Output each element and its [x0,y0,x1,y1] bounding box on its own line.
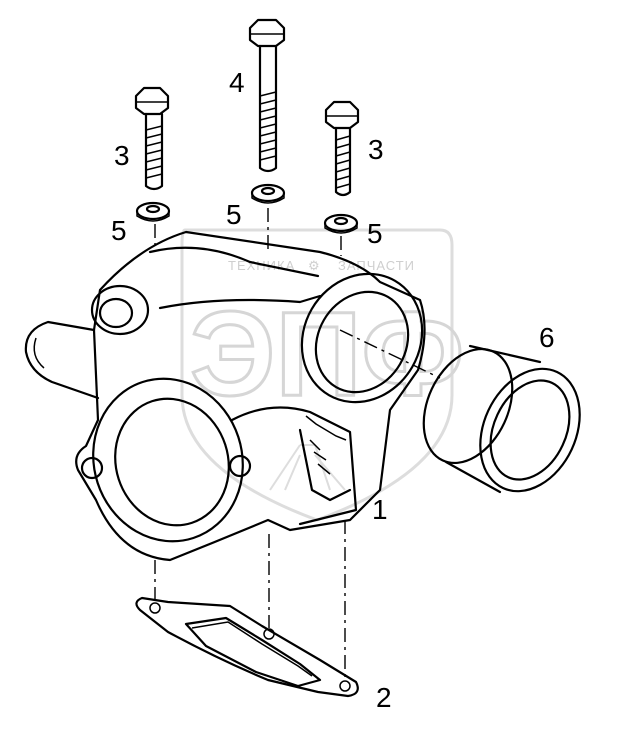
sleeve-ring [422,344,581,494]
callout-2: 2 [376,682,392,713]
callout-5-right: 5 [367,218,383,249]
washer-center [250,183,286,204]
callout-1: 1 [372,494,388,525]
assembly-line-sleeve [339,329,441,379]
callouts: 1 2 3 3 4 5 5 5 6 [111,67,555,713]
callout-3-right: 3 [368,134,384,165]
gasket [135,596,359,698]
callout-5-left: 5 [111,215,127,246]
callout-5-center: 5 [226,199,242,230]
thermostat-housing [24,230,426,562]
callout-6: 6 [539,322,555,353]
assembly-lines [154,208,441,680]
bolt-center [248,18,286,173]
watermark-gear-icon: ⚙ [308,258,321,273]
bolt-right [324,100,360,197]
watermark-caption-right: ЗАПЧАСТИ [338,258,415,273]
callout-3-left: 3 [114,140,130,171]
watermark-caption-left: ТЕХНИКА [228,258,295,273]
washer-left [135,201,171,222]
bolt-left [134,86,170,191]
callout-4: 4 [229,67,245,98]
washer-right [323,213,359,234]
